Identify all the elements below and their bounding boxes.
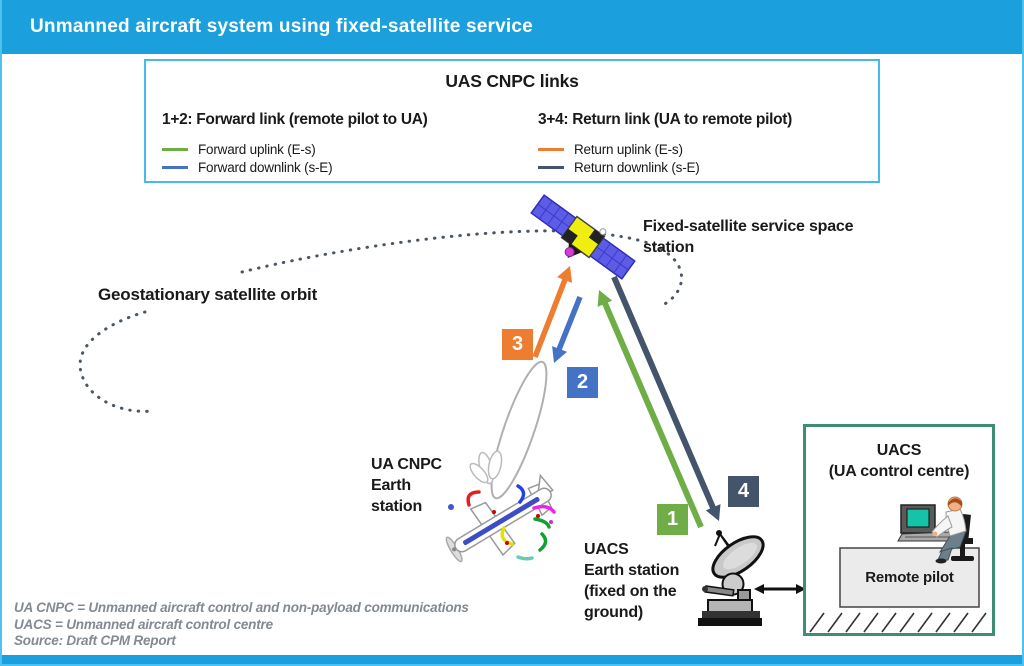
footnote-source: Source: Draft CPM Report xyxy=(14,633,176,648)
bottom-bar xyxy=(2,655,1022,664)
arrow-2-forward-downlink xyxy=(555,295,583,354)
geostationary-orbit-label: Geostationary satellite orbit xyxy=(98,285,318,304)
title-bar: Unmanned aircraft system using fixed-sat… xyxy=(2,0,1022,54)
satellite-icon xyxy=(530,194,636,280)
legend-item-forward-downlink: Forward downlink (s-E) xyxy=(162,158,427,176)
aircraft-ribbons xyxy=(466,484,556,561)
ground-hatch-icon xyxy=(809,612,987,633)
link-badge-1: 1 xyxy=(657,504,688,535)
double-arrow-icon xyxy=(754,584,806,594)
remote-pilot-label: Remote pilot xyxy=(865,569,954,586)
link-badge-4: 4 xyxy=(728,476,759,507)
footnote-uacs: UACS = Unmanned aircraft control centre xyxy=(14,616,273,632)
legend-forward-column: 1+2: Forward link (remote pilot to UA) F… xyxy=(162,111,428,176)
earth-station-dish-icon xyxy=(698,530,765,626)
legend-item-return-downlink: Return downlink (s-E) xyxy=(538,158,792,176)
footnotes: UA CNPC = Unmanned aircraft control and … xyxy=(14,600,469,650)
forward-downlink-color-chip xyxy=(162,165,188,169)
space-station-label: Fixed-satellite service space station xyxy=(643,218,854,256)
arrow-3-return-uplink xyxy=(532,276,569,358)
arrow-2-head xyxy=(552,346,567,363)
uacs-control-centre-box: UACS (UA control centre) xyxy=(803,424,995,636)
return-downlink-color-chip xyxy=(538,165,564,169)
forward-uplink-color-chip xyxy=(162,147,188,151)
legend-return-heading: 3+4: Return link (UA to remote pilot) xyxy=(538,111,792,128)
arrow-4-return-downlink xyxy=(611,275,717,512)
return-uplink-color-chip xyxy=(538,147,564,151)
legend-item-return-uplink: Return uplink (E-s) xyxy=(538,140,792,158)
remote-pilot-icon xyxy=(897,496,974,564)
footnote-ua-cnpc: UA CNPC = Unmanned aircraft control and … xyxy=(14,600,469,615)
uacs-box-title: UACS (UA control centre) xyxy=(828,442,970,480)
link-arrows xyxy=(532,266,721,529)
antenna-beam xyxy=(469,360,548,500)
ua-cnpc-earth-station-label: UA CNPC Earth station xyxy=(371,456,442,515)
orbit-arc-left xyxy=(78,310,154,413)
link-badge-2: 2 xyxy=(567,367,598,398)
arrow-1-head xyxy=(597,290,613,307)
legend-return-column: 3+4: Return link (UA to remote pilot) Re… xyxy=(538,111,792,176)
link-badge-3: 3 xyxy=(502,329,533,360)
arrow-1-forward-uplink xyxy=(601,299,704,529)
legend-item-forward-uplink: Forward uplink (E-s) xyxy=(162,140,427,158)
figure-title: Unmanned aircraft system using fixed-sat… xyxy=(30,16,533,37)
uacs-earth-station-label: UACS Earth station (fixed on the ground) xyxy=(584,541,680,621)
arrow-3-head xyxy=(557,266,573,283)
legend-forward-heading: 1+2: Forward link (remote pilot to UA) xyxy=(162,111,428,128)
legend-title: UAS CNPC links xyxy=(445,71,579,91)
arrow-4-head xyxy=(705,504,721,521)
unmanned-aircraft-icon xyxy=(445,473,556,563)
legend-box: UAS CNPC links 1+2: Forward link (remote… xyxy=(144,59,880,183)
